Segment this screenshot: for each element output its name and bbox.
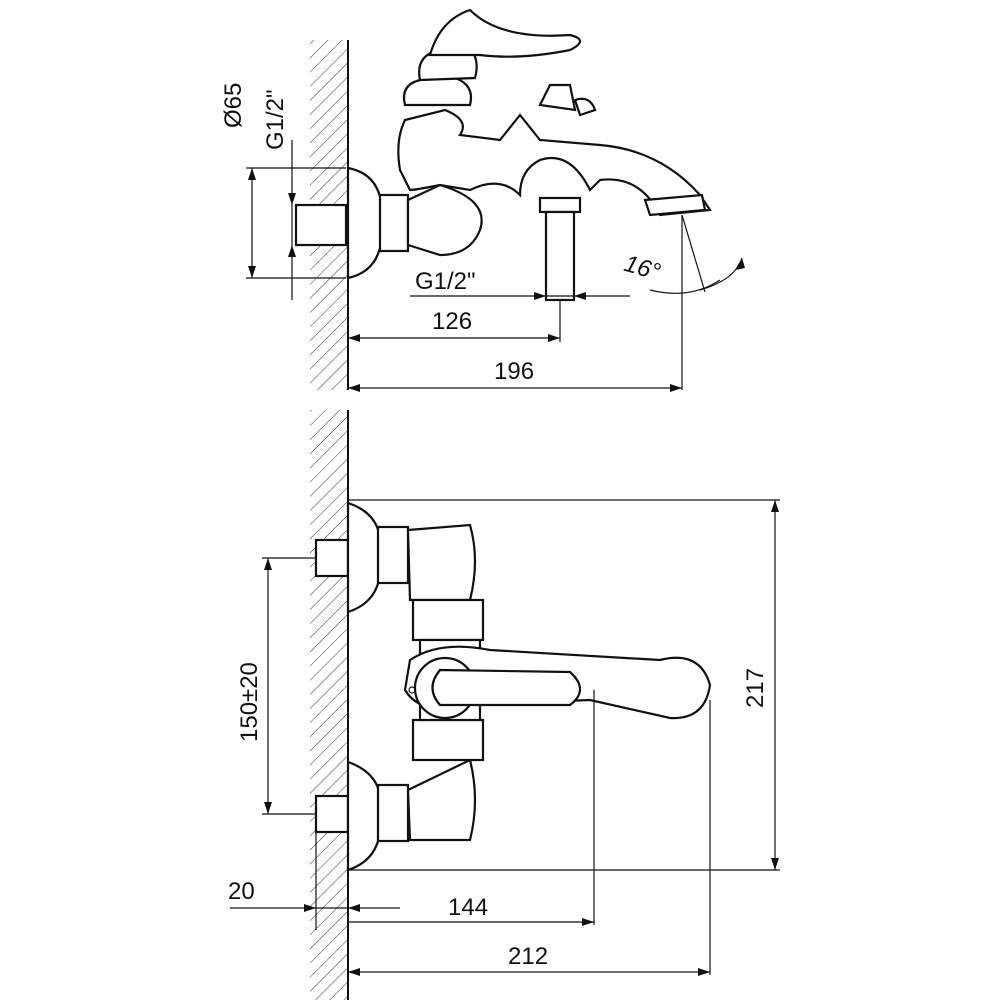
dim-217-label: 217 xyxy=(742,667,769,708)
front-dimensions xyxy=(230,499,780,976)
dim-212-label: 212 xyxy=(508,943,549,970)
faucet-side-view xyxy=(294,8,745,390)
wall-thread-label: G1/2" xyxy=(262,89,289,150)
dim-20-label: 20 xyxy=(228,878,255,905)
dim-150-label: 150±20 xyxy=(236,662,263,742)
top-dimensions xyxy=(246,140,682,392)
faucet-front-view xyxy=(314,501,712,872)
diameter-label: Ø65 xyxy=(220,82,247,128)
dim-144-label: 144 xyxy=(448,894,489,921)
dim-126-label: 126 xyxy=(432,308,473,335)
outlet-thread-label: G1/2" xyxy=(415,268,476,295)
dim-196-label: 196 xyxy=(494,358,535,385)
